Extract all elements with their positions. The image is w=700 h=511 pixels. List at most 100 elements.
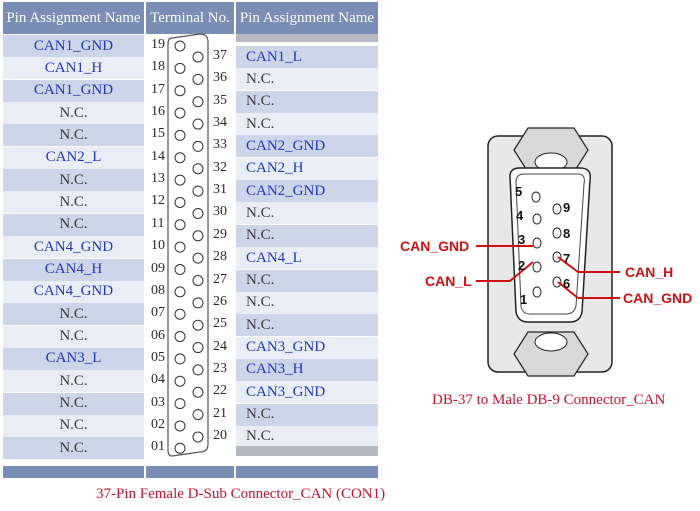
db37-pin-number-right: 27: [213, 271, 227, 287]
left-pin-row: N.C.: [3, 124, 144, 147]
db37-pin-number-right: 28: [213, 249, 227, 265]
label-can-gnd-pin6: CAN_GND: [623, 290, 693, 306]
leader-can-gnd-right: [557, 281, 579, 299]
left-pin-row: N.C.: [3, 437, 144, 460]
db37-pin-number-right: 33: [213, 137, 227, 153]
db9-pin-number-1: 1: [520, 292, 528, 307]
left-pin-row: N.C.: [3, 303, 144, 326]
db37-pin-number-right: 37: [213, 48, 227, 63]
right-pin-row: CAN3_H: [236, 358, 378, 381]
db37-pin-number-right: 36: [213, 70, 227, 86]
db37-pin-number-left: 03: [151, 394, 165, 410]
table-footer-mid: [146, 466, 234, 478]
db37-pin-number-left: 14: [151, 148, 165, 164]
db9-pin-3: [532, 237, 542, 249]
db37-pin-number-left: 02: [151, 416, 165, 432]
left-pin-row: N.C.: [3, 414, 144, 437]
db9-pin-7: [552, 251, 562, 263]
db37-pin-number-left: 07: [151, 305, 165, 321]
db37-pin-number-left: 06: [151, 327, 165, 343]
db9-pin-number-9: 9: [563, 200, 571, 215]
leader-can-l-diag: [509, 261, 534, 282]
left-pin-row: N.C.: [3, 169, 144, 192]
right-pin-row: N.C.: [236, 291, 378, 314]
label-can-gnd-pin3: CAN_GND: [400, 238, 470, 254]
label-can-l-pin2: CAN_L: [425, 273, 472, 289]
right-pin-row: N.C.: [236, 403, 378, 426]
left-pin-row: CAN1_GND: [3, 79, 144, 102]
right-pin-row: N.C.: [236, 68, 378, 91]
header-pin-name-left: Pin Assignment Name: [3, 2, 144, 34]
table-footer-left: [3, 466, 144, 478]
leader-can-h: [557, 256, 579, 273]
left-pin-row: CAN4_GND: [3, 236, 144, 259]
label-can-h-pin7: CAN_H: [625, 264, 674, 280]
terminal-bottom-band: [236, 446, 378, 456]
db37-pin-number-left: 17: [151, 81, 165, 97]
right-pin-row: N.C.: [236, 202, 378, 225]
db9-bottom-hexnut: [513, 331, 589, 377]
db37-pin-number-right: 35: [213, 92, 227, 108]
db9-pin-2: [532, 261, 542, 273]
db37-pin-number-left: 04: [151, 372, 165, 388]
db9-pin-number-7: 7: [563, 251, 571, 266]
db9-d-inner: [515, 173, 585, 315]
terminal-top-band: [236, 34, 378, 42]
db37-pin-number-left: 16: [151, 104, 165, 120]
db9-pin-9: [552, 203, 562, 215]
left-pin-row: N.C.: [3, 370, 144, 393]
left-pin-row: N.C.: [3, 325, 144, 348]
db9-pin-8: [552, 227, 562, 239]
left-pin-row: CAN3_L: [3, 347, 144, 370]
right-pin-row: CAN2_GND: [236, 135, 378, 158]
db9-pin-4: [532, 213, 542, 225]
db9-pin-number-4: 4: [516, 208, 524, 223]
header-pin-name-right: Pin Assignment Name: [236, 2, 378, 34]
left-pin-row: N.C.: [3, 392, 144, 415]
db37-pin-number-left: 13: [151, 171, 165, 187]
right-pin-row: CAN2_H: [236, 157, 378, 180]
db37-pin-number-right: 31: [213, 182, 227, 198]
db37-pin-number-right: 30: [213, 204, 227, 220]
db37-pin-number-right: 25: [213, 316, 227, 332]
caption-db9: DB-37 to Male DB-9 Connector_CAN: [432, 392, 666, 408]
db37-pin-number-right: 22: [213, 383, 227, 399]
db37-pin-number-right: 34: [213, 115, 227, 131]
db9-pin-1: [532, 286, 542, 298]
db37-pin-number-right: 20: [213, 427, 227, 443]
right-pin-row: N.C.: [236, 224, 378, 247]
db37-pin-number-left: 19: [151, 37, 165, 52]
db37-pin-number-right: 21: [213, 405, 227, 421]
left-pin-row: CAN4_H: [3, 258, 144, 281]
db37-pin-number-left: 09: [151, 260, 165, 276]
caption-db37: 37-Pin Female D-Sub Connector_CAN (CON1): [96, 486, 386, 502]
right-pin-row: N.C.: [236, 90, 378, 113]
db37-pin-number-right: 29: [213, 226, 227, 242]
db37-pin-number-left: 11: [151, 215, 165, 231]
db9-pin-number-2: 2: [518, 258, 526, 273]
db37-pin-number-left: 01: [151, 439, 165, 455]
right-pin-row: CAN2_GND: [236, 180, 378, 203]
left-pin-row: N.C.: [3, 213, 144, 236]
left-pin-row: N.C.: [3, 102, 144, 125]
db37-pin-number-left: 18: [151, 59, 165, 75]
db9-pin-holes: [531, 191, 562, 298]
db9-pin-6: [552, 276, 562, 288]
db37-pin-number-left: 15: [151, 126, 165, 142]
db37-pin-number-right: 32: [213, 159, 227, 175]
right-pin-row: CAN1_L: [236, 46, 378, 68]
db9-bottom-screw: [534, 332, 568, 352]
header-terminal-no: Terminal No.: [146, 2, 234, 34]
left-pin-row: CAN4_GND: [3, 280, 144, 303]
db37-pin-number-left: 12: [151, 193, 165, 209]
left-pin-row: CAN1_H: [3, 57, 144, 80]
right-pin-row: N.C.: [236, 425, 378, 448]
right-pin-row: N.C.: [236, 269, 378, 292]
db37-pin-number-right: 23: [213, 360, 227, 376]
db9-pin-number-5: 5: [515, 184, 523, 199]
right-pin-row: CAN4_L: [236, 247, 378, 270]
db9-pin-number-3: 3: [518, 232, 526, 247]
db37-pin-number-left: 10: [151, 238, 165, 254]
left-pin-row: CAN2_L: [3, 146, 144, 169]
